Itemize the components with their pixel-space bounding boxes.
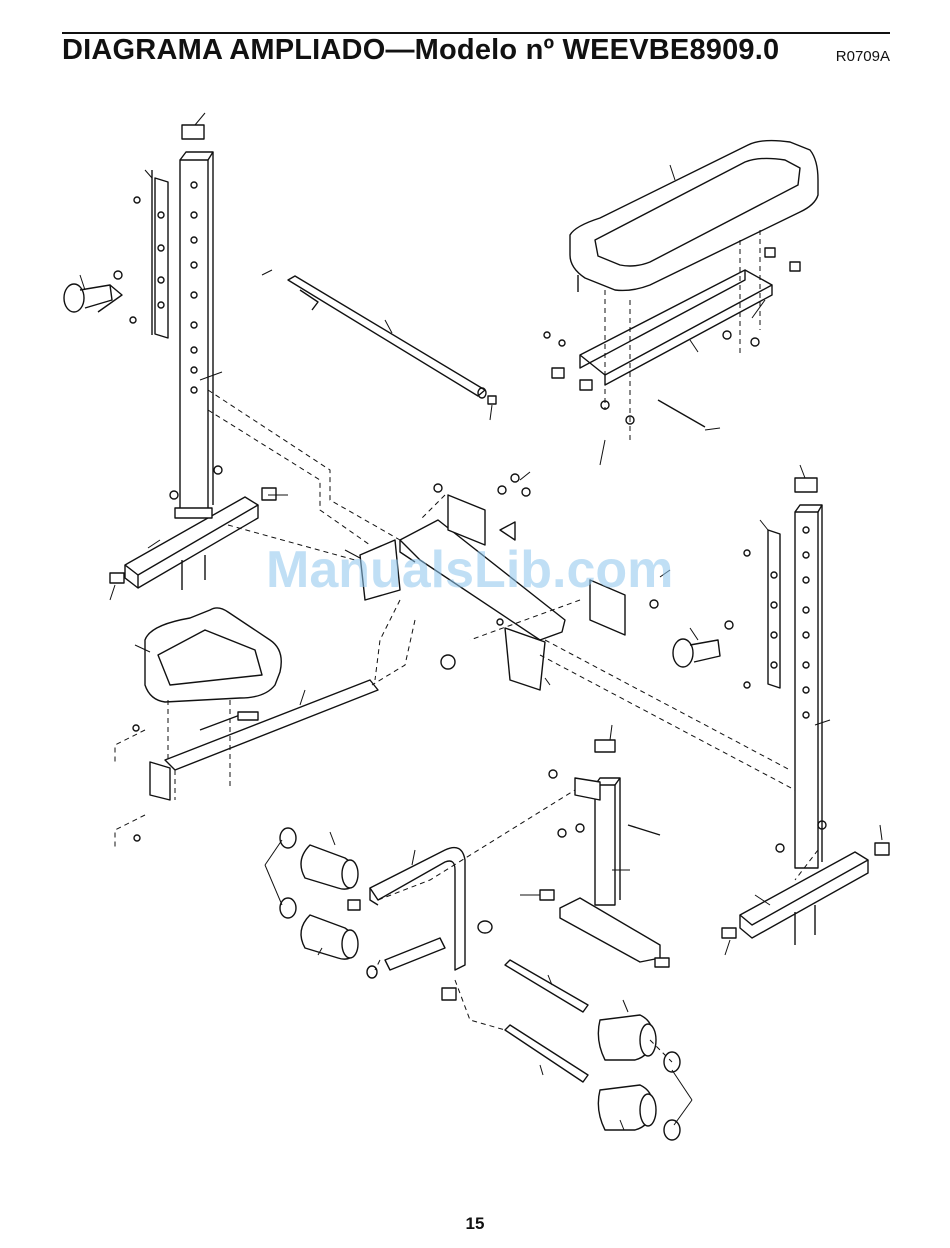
- left-upright-post: [64, 125, 213, 510]
- page-number: 15: [0, 1214, 950, 1234]
- right-upright-post: [673, 478, 822, 868]
- roller-tubes: [505, 960, 588, 1082]
- front-leg-post: [540, 740, 669, 967]
- long-rod: [288, 276, 496, 404]
- leg-lever: [348, 848, 492, 1000]
- seat-pad: [145, 608, 281, 702]
- back-pad: [570, 141, 818, 292]
- watermark: ManualsLib.com: [266, 540, 673, 600]
